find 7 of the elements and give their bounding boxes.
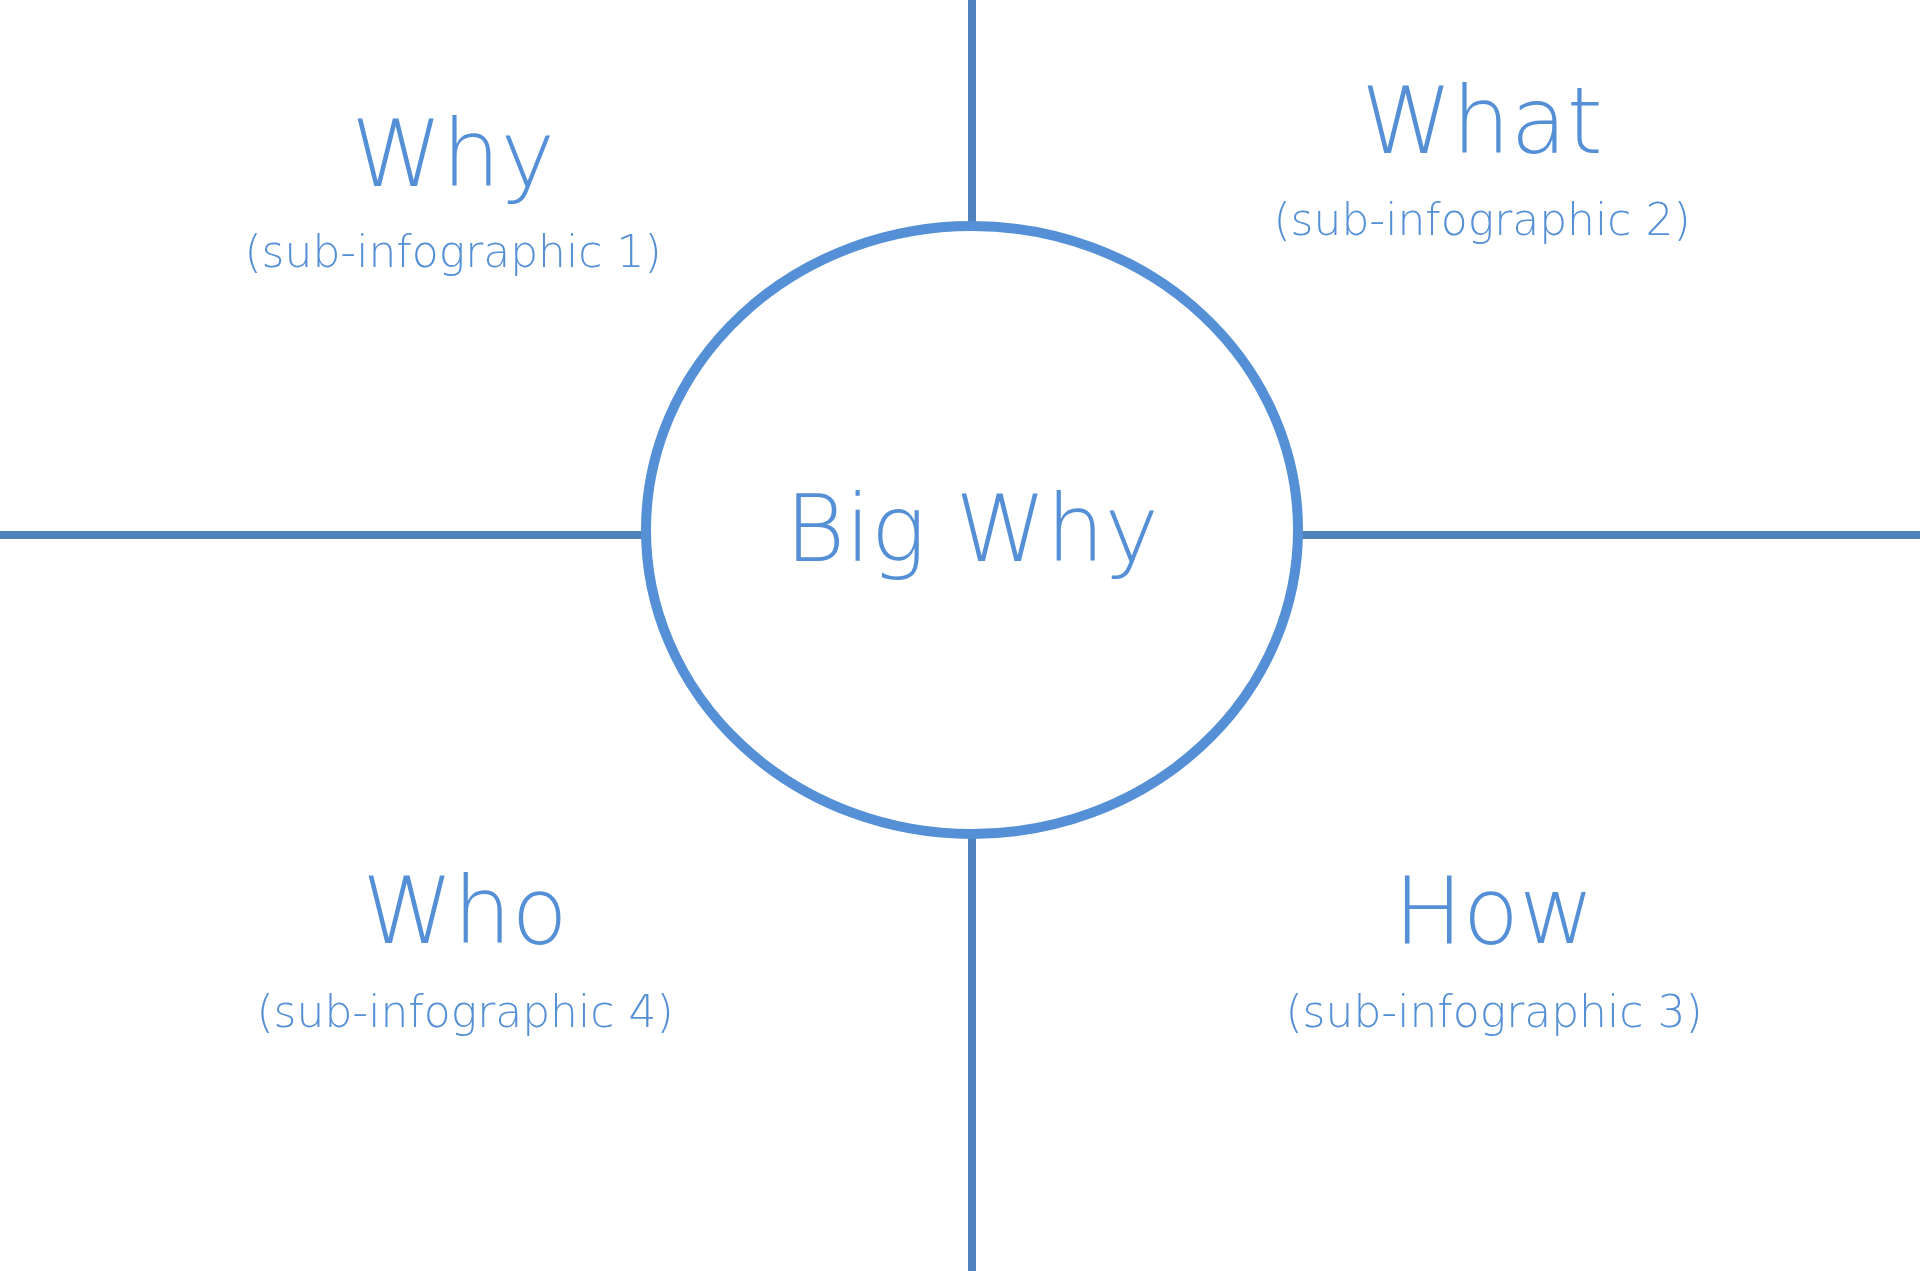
quadrant-subtitle: (sub-infographic 3) xyxy=(1285,990,1703,1034)
quadrant-heading: How xyxy=(1393,866,1595,958)
quadrant-heading: Who xyxy=(362,866,568,958)
quadrant-subtitle: (sub-infographic 4) xyxy=(256,990,674,1034)
quadrant-heading: What xyxy=(1361,76,1603,168)
quadrant-subtitle: (sub-infographic 2) xyxy=(1273,198,1691,242)
quadrant-subtitle: (sub-infographic 1) xyxy=(244,230,662,274)
